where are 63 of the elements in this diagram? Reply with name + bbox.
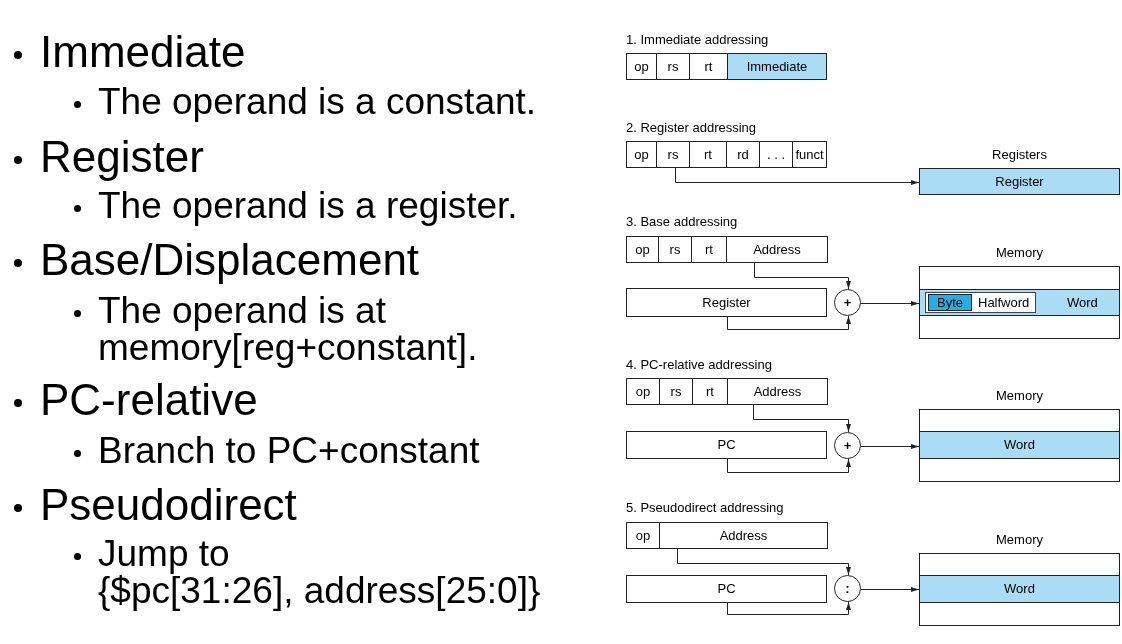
bullet-text: Jump to {$pc[31:26], address[25:0]} [98,534,541,609]
memory-word-row: Word [919,431,1120,459]
arrow [675,167,920,185]
bullet-text: The operand is a constant. [98,82,537,120]
bullet-heading: Pseudodirect [40,480,297,530]
pc-box: PC [626,431,827,459]
bullet-heading: Immediate [40,27,246,77]
memory-heading: Memory [996,245,1043,261]
immediate-field: Immediate [727,53,827,80]
registers-heading: Registers [992,147,1047,163]
bullet-text: The operand is a register. [98,186,518,224]
arrow [860,301,920,306]
arrow [727,458,851,473]
register-box: Register [626,288,827,317]
instruction-field: funct [792,141,827,168]
arrow [753,404,851,433]
arrow [860,587,920,592]
section-title: 3. Base addressing [626,214,738,230]
instruction-field: rs [659,378,693,405]
instruction-field: rt [691,236,727,263]
instruction-field: . . . [759,141,793,168]
operator-circle: + [834,432,861,459]
instruction-field: rs [656,53,690,80]
byte-box: Byte [928,294,972,311]
bullet-heading: PC-relative [40,375,258,425]
memory-heading: Memory [996,388,1043,404]
instruction-field: rt [689,53,728,80]
memory-word-row [919,289,1120,316]
address-field: Address [659,522,828,549]
section-title: 1. Immediate addressing [626,32,769,48]
memory-heading: Memory [996,532,1043,548]
pc-box: PC [626,575,827,603]
instruction-field: rd [726,141,760,168]
instruction-field: op [626,53,657,80]
operator-circle: : [834,575,861,602]
bullet-heading: Register [40,132,204,182]
address-field: Address [727,378,828,405]
instruction-field: op [626,378,660,405]
instruction-field: op [626,141,657,168]
bullet-heading: Base/Displacement [40,235,420,285]
instruction-field: rs [658,236,692,263]
arrow [754,262,851,290]
arrow [677,548,851,576]
bullet-text: The operand is at memory[reg+constant]. [98,291,478,366]
instruction-field: rs [656,141,690,168]
instruction-field: rt [692,378,728,405]
address-field: Address [726,236,828,263]
word-label: Word [1067,295,1098,311]
instruction-field: op [626,236,659,263]
halfword-label: Halfword [978,295,1030,311]
section-title: 5. Pseudodirect addressing [626,500,784,516]
section-title: 4. PC-relative addressing [626,357,772,373]
operator-circle: + [834,289,861,316]
arrow [727,601,851,615]
arrow [860,444,920,449]
instruction-field: rt [689,141,727,168]
register-box: Register [919,168,1120,195]
section-title: 2. Register addressing [626,120,757,136]
bullet-text: Branch to PC+constant [98,431,480,469]
instruction-field: op [626,522,660,549]
arrow [727,315,851,330]
memory-word-row: Word [919,575,1120,603]
halfword-box [925,292,1036,313]
